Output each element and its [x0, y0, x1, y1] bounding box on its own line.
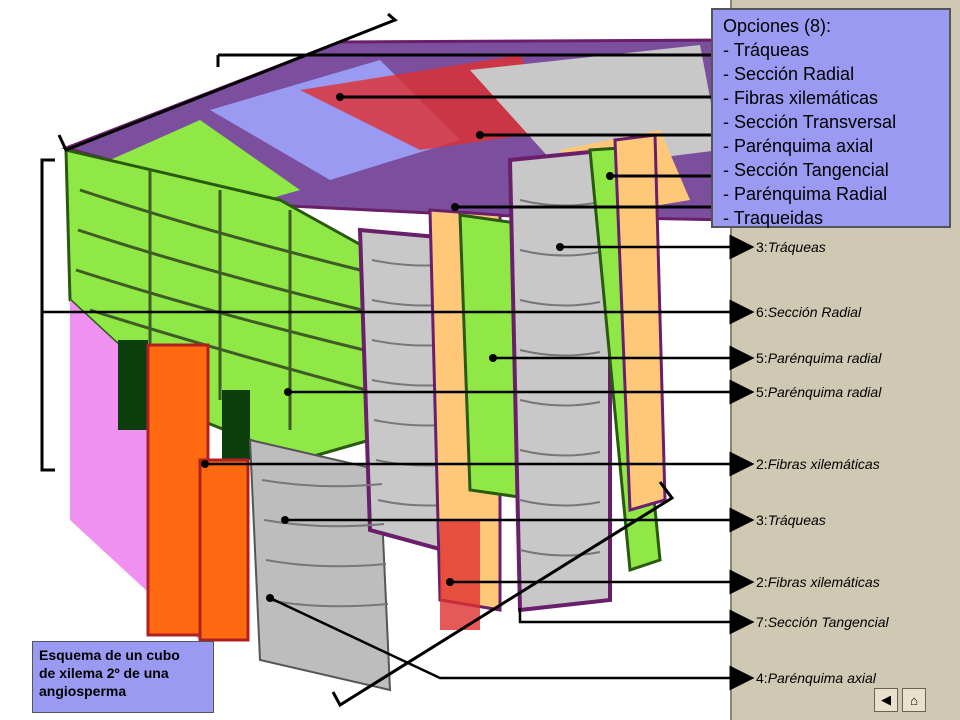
label-seccion-radial: 6:Sección Radial: [756, 304, 862, 320]
option-item: - Sección Tangencial: [723, 160, 889, 180]
dark-cell-1: [118, 340, 148, 430]
bracket-bottom: [331, 481, 675, 708]
label-fibras-1: 2:Fibras xilemáticas: [756, 456, 880, 472]
triangle-left-icon: ◀: [881, 692, 891, 707]
option-item: - Tráqueas: [723, 40, 810, 60]
option-item: - Fibras xilemáticas: [723, 88, 879, 108]
fiber-column-2: [198, 458, 250, 642]
fiber-strip-right: [440, 520, 480, 630]
label-parenquima-radial-2: 5:Parénquima radial: [756, 384, 882, 400]
previous-button[interactable]: ◀: [874, 688, 898, 712]
label-pointer-lines: [42, 234, 755, 691]
radial-ray-top: [110, 120, 300, 210]
axial-parenchyma-right: [613, 133, 667, 512]
fiber-column-1: [146, 343, 210, 637]
bracket-top: [57, 12, 398, 152]
label-traqueas-1: 3:Tráqueas: [756, 239, 826, 255]
dark-cell-2: [222, 390, 250, 460]
options-box: Opciones (8): - Tráqueas - Sección Radia…: [711, 8, 951, 228]
pointer-4-parenquima-axial: [269, 596, 755, 691]
home-icon: ⌂: [910, 692, 918, 708]
option-item: - Sección Transversal: [723, 112, 897, 132]
label-fibras-2: 2:Fibras xilemáticas: [756, 574, 880, 590]
bracket-left: [40, 158, 55, 472]
brackets: [40, 12, 675, 708]
pointer-7-seccion-tangencial: [518, 608, 755, 635]
diagram-caption: Esquema de un cubo de xilema 2º de una a…: [32, 641, 214, 713]
label-parenquima-axial: 4:Parénquima axial: [756, 670, 876, 686]
option-item: - Parénquima Radial: [723, 184, 888, 204]
option-item: - Traqueidas: [723, 208, 824, 228]
label-seccion-tangencial: 7:Sección Tangencial: [756, 614, 889, 630]
option-item: - Parénquima axial: [723, 136, 874, 156]
option-item: - Sección Radial: [723, 64, 855, 84]
label-parenquima-radial-1: 5:Parénquima radial: [756, 350, 882, 366]
option-pointer-lines: [216, 53, 713, 209]
label-traqueas-2: 3:Tráqueas: [756, 512, 826, 528]
home-button[interactable]: ⌂: [902, 688, 926, 712]
vessel-right: [507, 147, 612, 613]
option-pointer-dots: [336, 93, 614, 211]
label-pointer-dots: [201, 243, 564, 602]
options-title: Opciones (8):: [723, 16, 832, 36]
cube-illustration: [61, 38, 732, 692]
vessel-right-striations: [519, 199, 601, 557]
